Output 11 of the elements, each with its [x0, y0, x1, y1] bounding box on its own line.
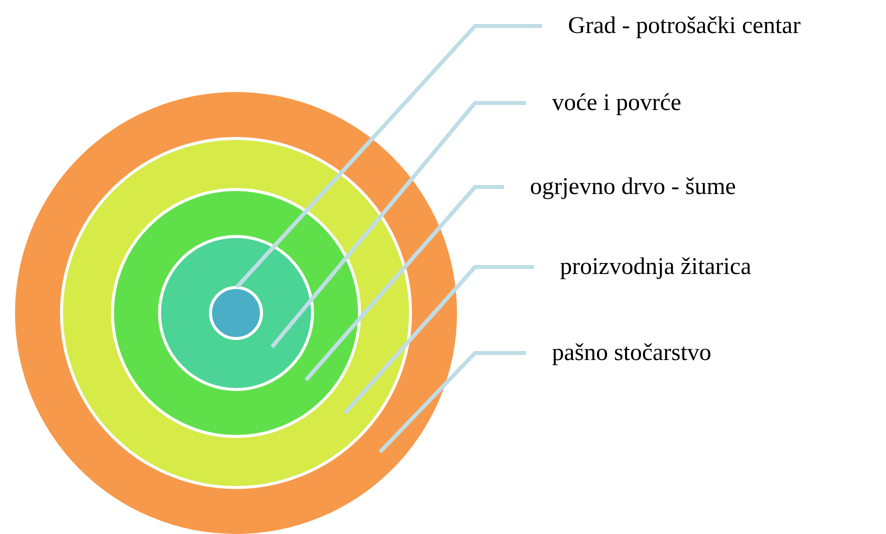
leader-line	[270, 101, 526, 348]
zone-label: voće i povrće	[552, 89, 682, 117]
zone-label: Grad - potrošački centar	[568, 12, 801, 40]
leader-line	[378, 351, 526, 454]
leader-line	[236, 24, 542, 288]
leader-line	[304, 185, 504, 382]
zone-label: pašno stočarstvo	[552, 339, 712, 367]
zone-label: proizvodnja žitarica	[560, 253, 752, 281]
ring-circle	[209, 286, 263, 340]
leader-line	[344, 265, 534, 414]
zone-label: ogrjevno drvo - šume	[530, 173, 736, 201]
